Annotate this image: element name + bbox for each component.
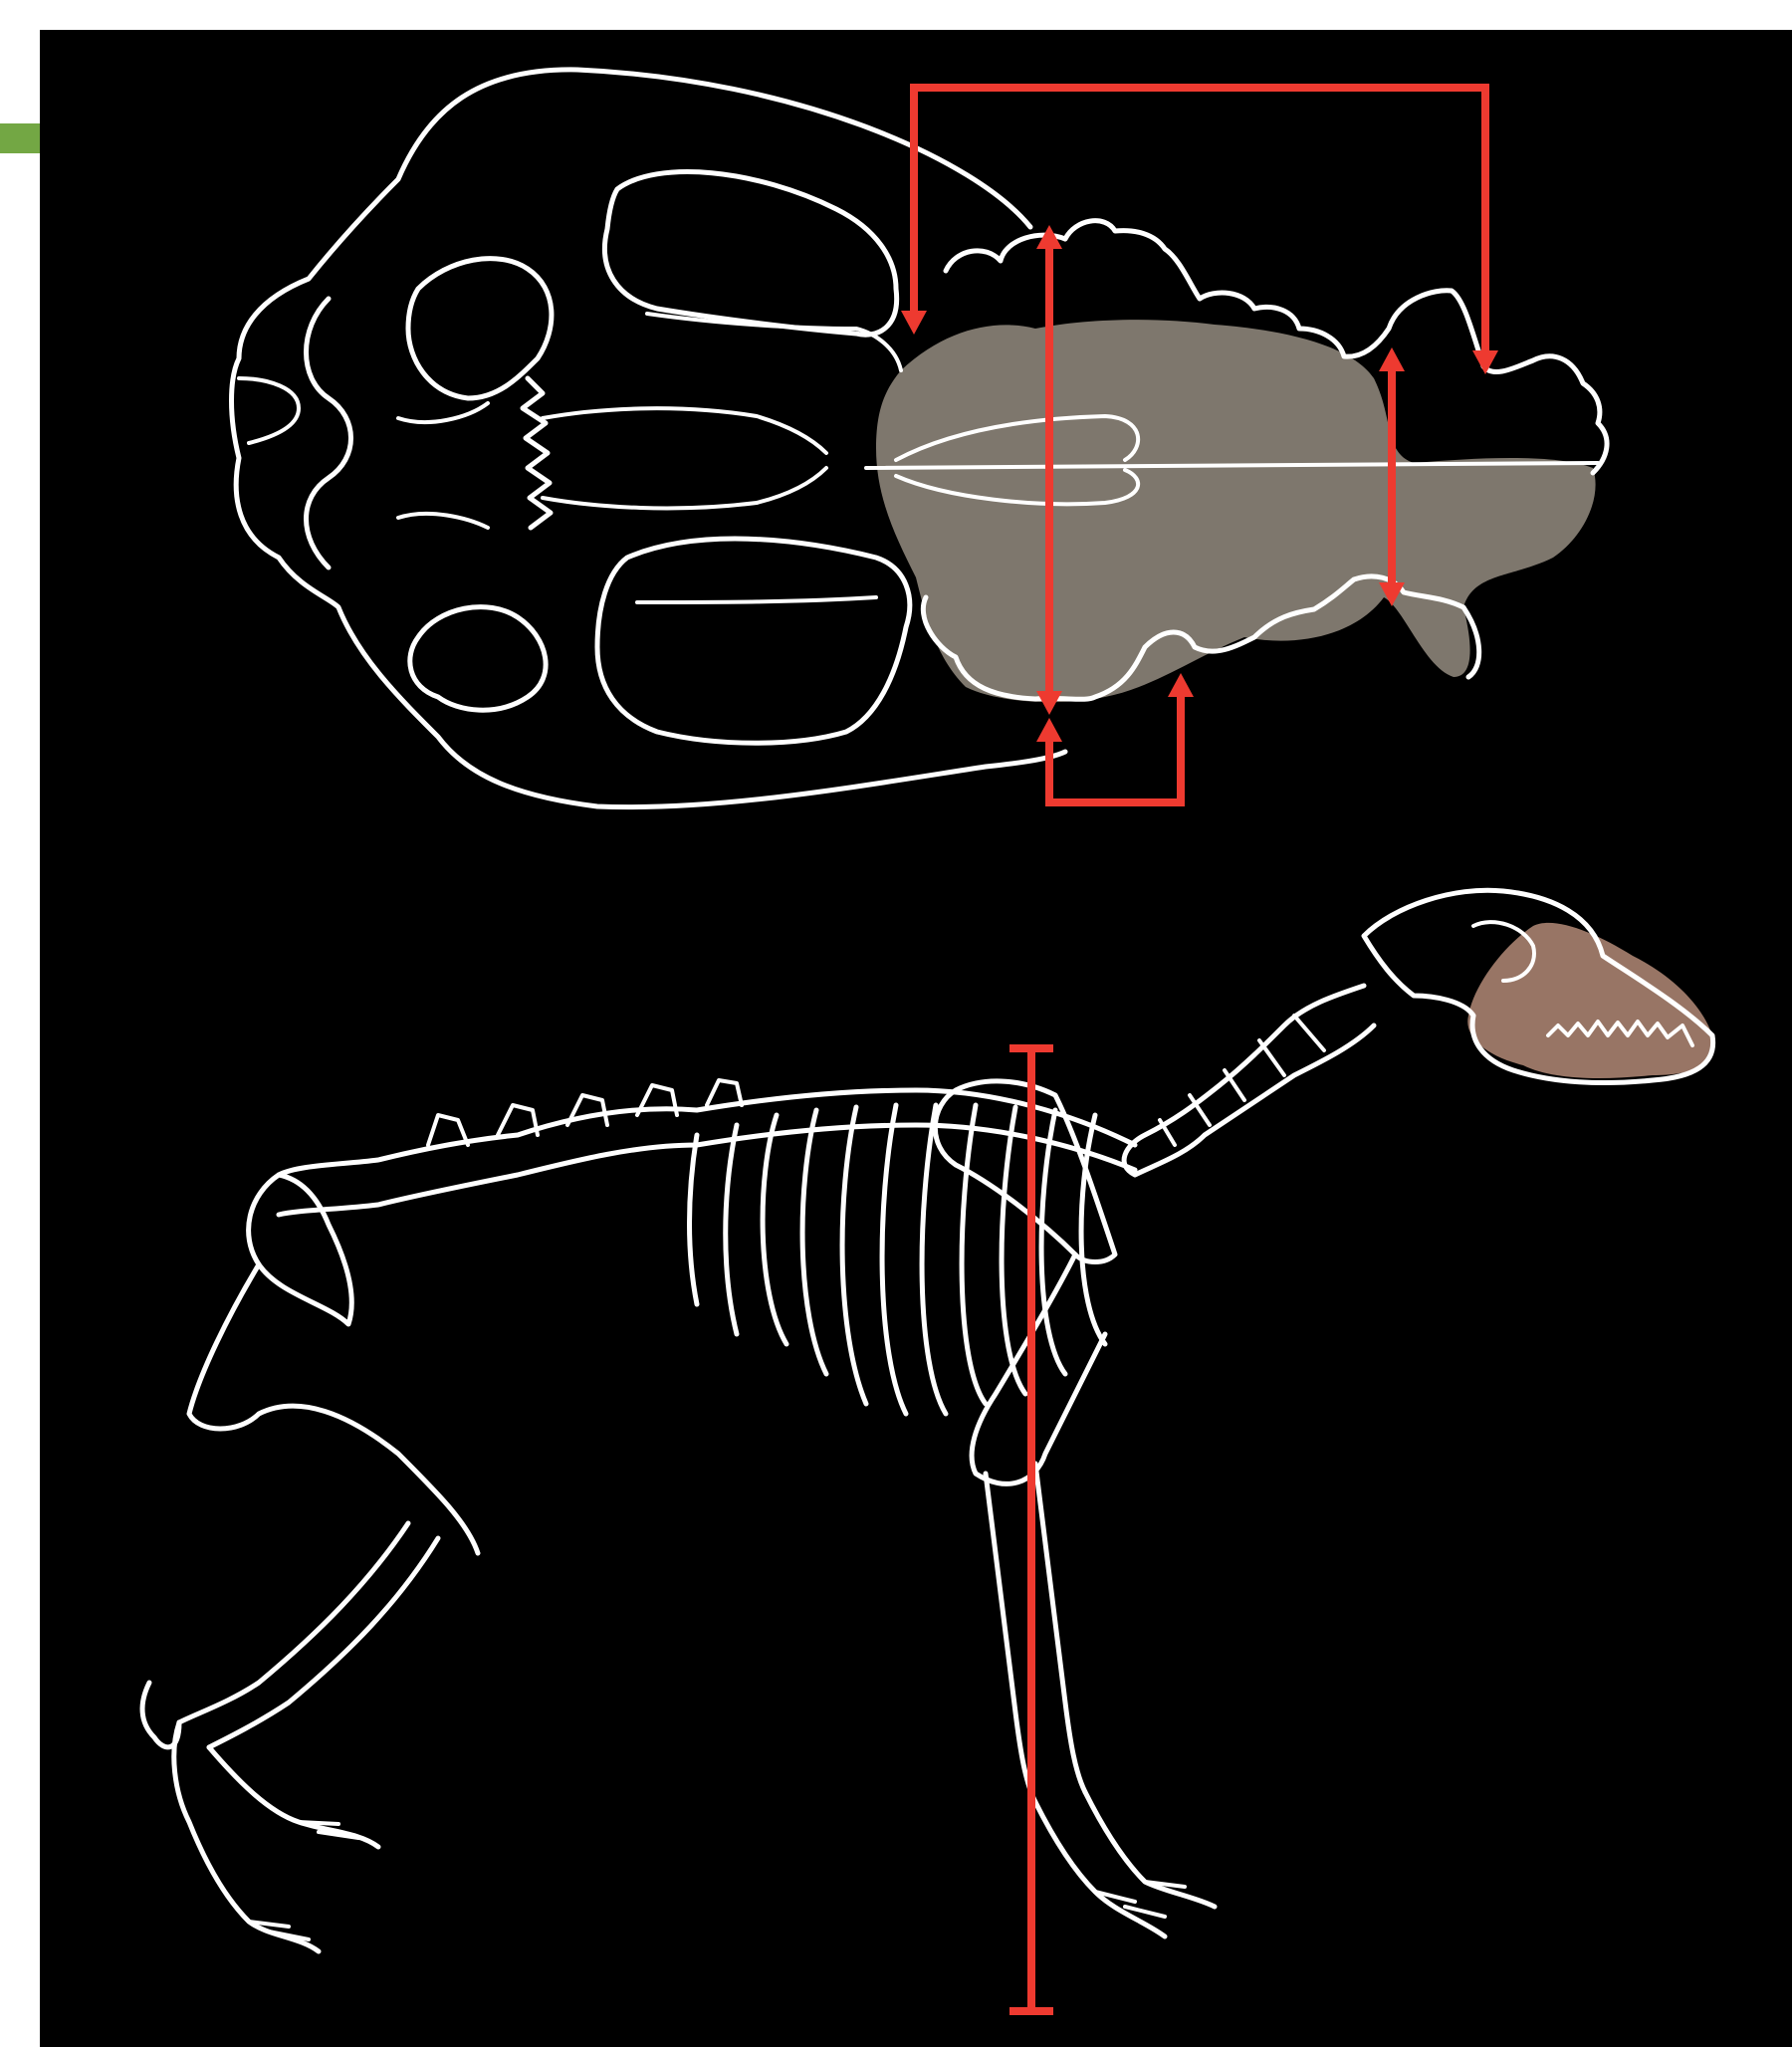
accent-bar	[0, 123, 44, 153]
